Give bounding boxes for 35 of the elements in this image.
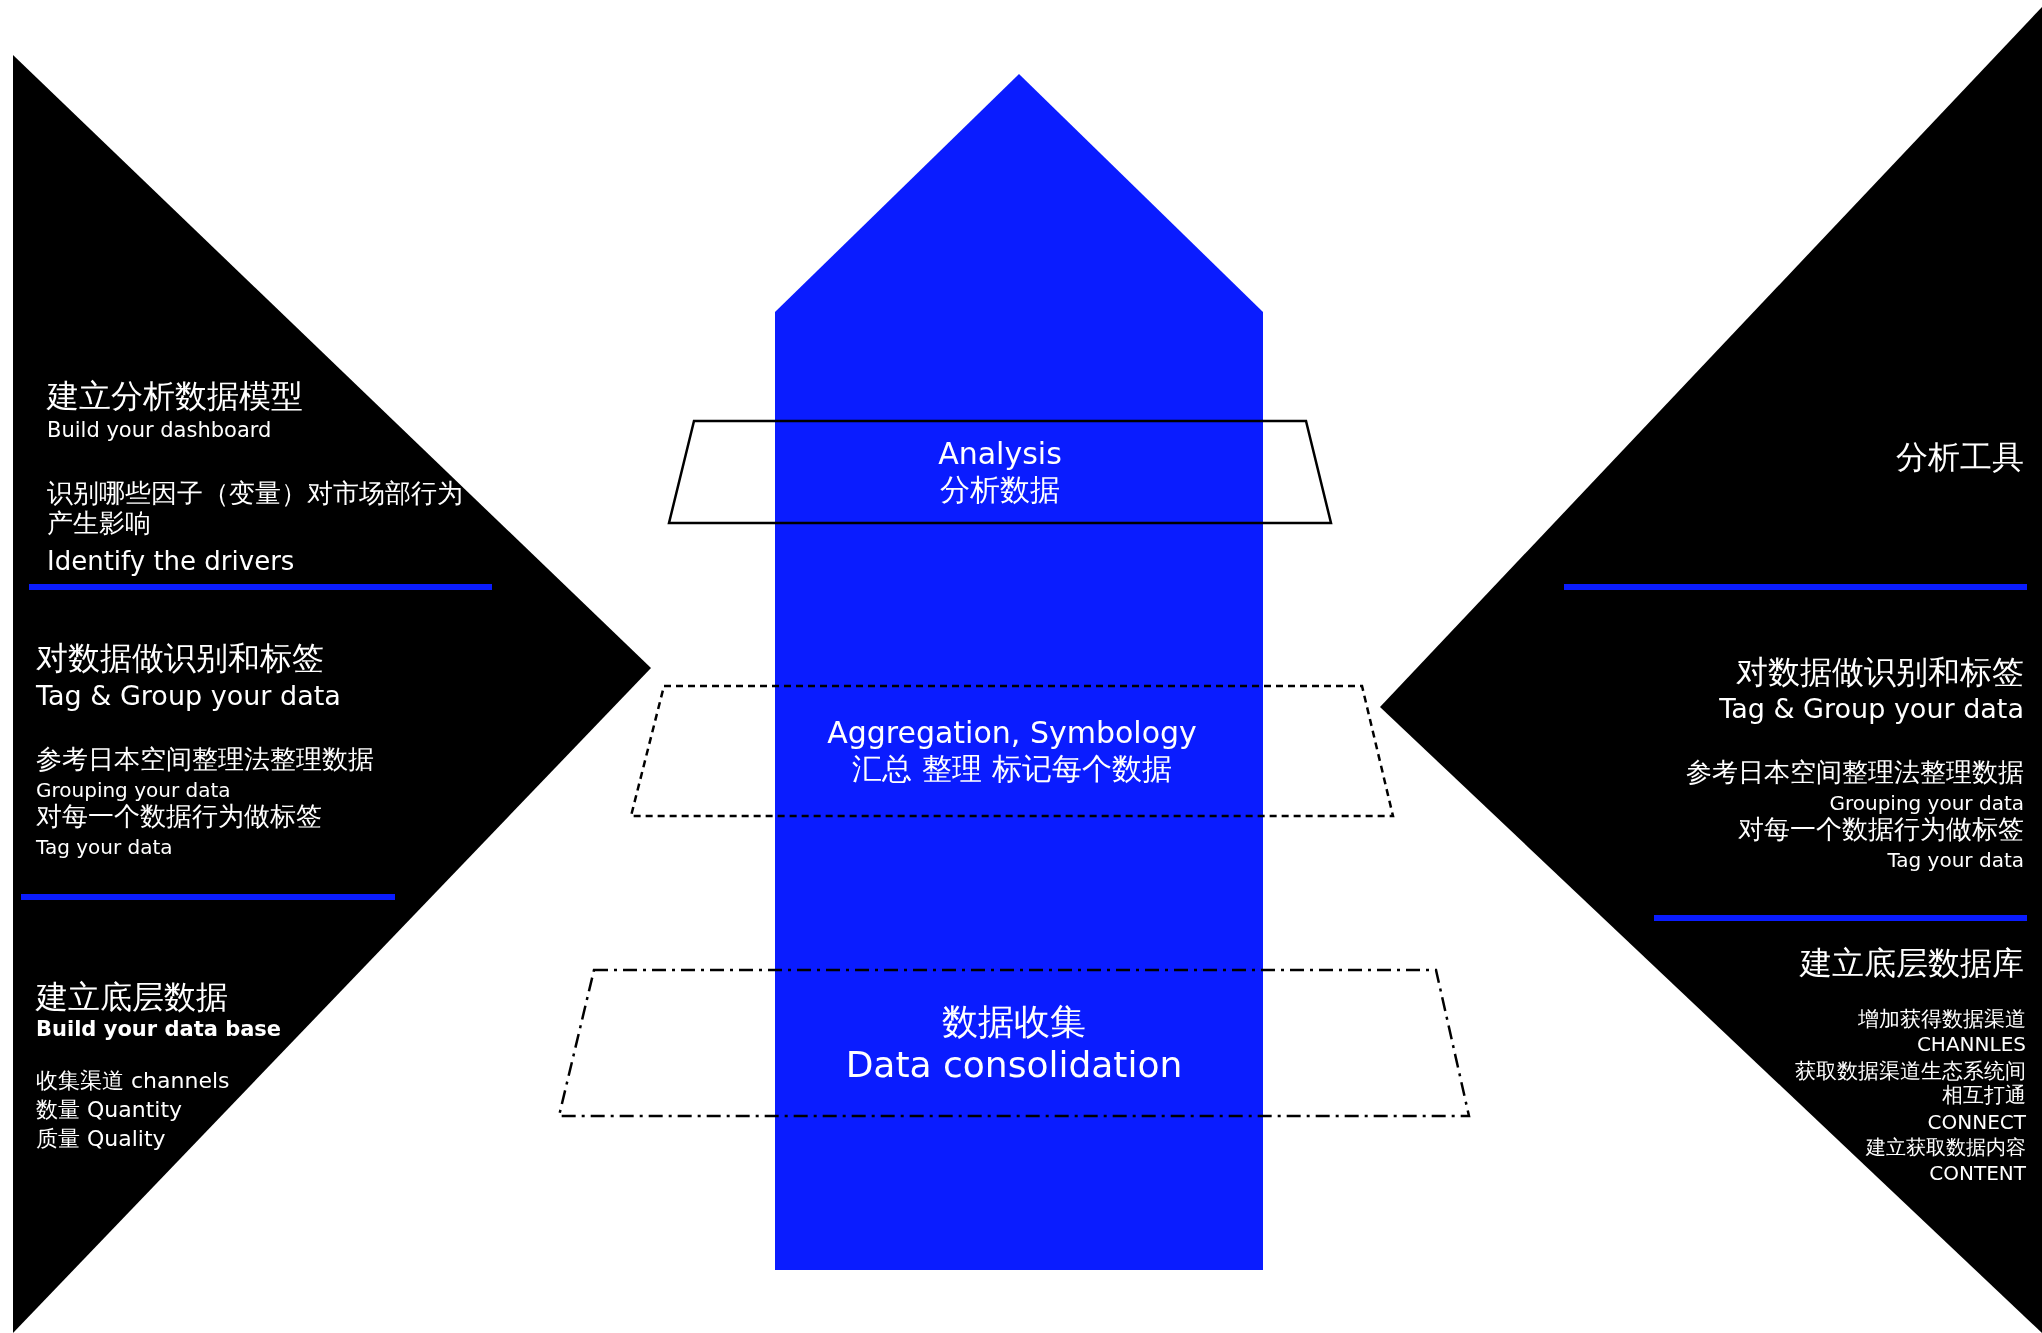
panel-text: Tag & Group your data bbox=[1719, 693, 2024, 725]
panel-text: CHANNLES bbox=[1916, 1033, 2026, 1056]
stage-label: 汇总 整理 标记每个数据 bbox=[852, 751, 1172, 787]
stage-label: Data consolidation bbox=[845, 1043, 1183, 1087]
panel-text: Grouping your data bbox=[36, 779, 231, 802]
panel-text: 数量 Quantity bbox=[36, 1097, 183, 1123]
panel-text: 收集渠道 channels bbox=[36, 1068, 230, 1094]
panel-text: 获取数据渠道生态系统间相互打通 bbox=[1794, 1059, 2026, 1108]
panel-text: 对数据做识别和标签 bbox=[36, 640, 324, 677]
panel-text: 增加获得数据渠道 bbox=[1858, 1007, 2026, 1032]
panel-text: 对每一个数据行为做标签 bbox=[1738, 815, 2024, 845]
stage-label: 分析数据 bbox=[940, 472, 1060, 508]
panel-text: 建立分析数据模型 bbox=[47, 378, 303, 415]
panel-text: Build your data base bbox=[36, 1017, 282, 1042]
panel-text: 对每一个数据行为做标签 bbox=[36, 802, 322, 832]
panel-text: 建立获取数据内容 bbox=[1866, 1136, 2026, 1159]
panel-text: 参考日本空间整理法整理数据 bbox=[36, 745, 374, 775]
panel-text: Grouping your data bbox=[1829, 792, 2024, 815]
stage-label: Aggregation, Symbology bbox=[827, 715, 1197, 751]
panel-text: CONNECT bbox=[1927, 1111, 2026, 1134]
panel-text: 质量 Quality bbox=[36, 1126, 166, 1152]
panel-text: Tag & Group your data bbox=[36, 680, 341, 712]
panel-text: 参考日本空间整理法整理数据 bbox=[1686, 758, 2024, 788]
panel-text: 建立底层数据 bbox=[36, 979, 228, 1016]
panel-text: Build your dashboard bbox=[47, 418, 272, 443]
panel-text: Tag your data bbox=[36, 836, 173, 859]
panel-text: Tag your data bbox=[1887, 849, 2024, 872]
panel-text: 分析工具 bbox=[1896, 439, 2024, 476]
panel-text: CONTENT bbox=[1929, 1162, 2026, 1185]
panel-text: Identify the drivers bbox=[47, 547, 295, 577]
panel-text: 建立底层数据库 bbox=[1800, 945, 2024, 982]
stage-label: Analysis bbox=[938, 436, 1062, 472]
stage-label: 数据收集 bbox=[942, 999, 1086, 1043]
panel-text: 对数据做识别和标签 bbox=[1736, 654, 2024, 691]
panel-text: 识别哪些因子（变量）对市场部行为产生影响 bbox=[47, 479, 464, 539]
